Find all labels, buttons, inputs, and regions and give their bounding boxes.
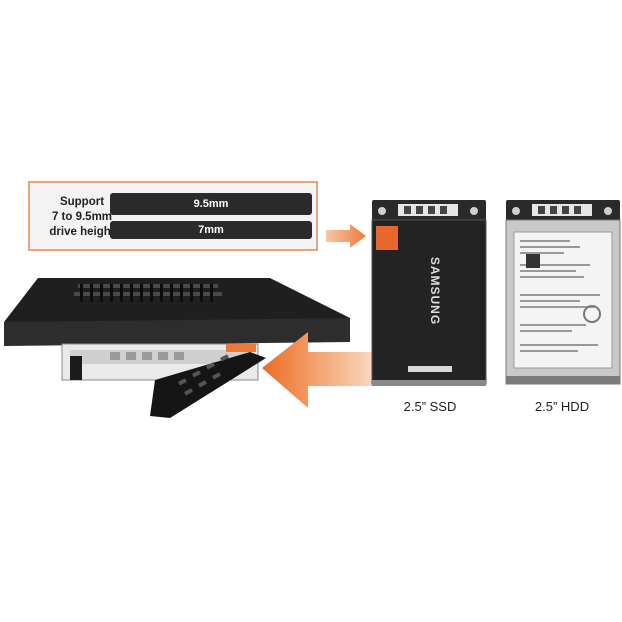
drive-thick-sample: 9.5mm	[110, 193, 312, 215]
drive-thick-label: 9.5mm	[193, 198, 229, 210]
ssd-brand-label: SAMSUNG	[428, 256, 442, 326]
mobile-rack-enclosure	[4, 278, 350, 418]
callout-arrow-icon	[326, 224, 366, 248]
drive-height-callout: Support 7 to 9.5mm drive height 9.5mm 7m…	[28, 181, 318, 251]
callout-text: Support 7 to 9.5mm drive height	[34, 195, 130, 240]
insert-arrow-icon	[262, 332, 382, 408]
hdd-caption: 2.5” HDD	[534, 399, 590, 414]
drive-thin-sample: 7mm	[110, 221, 312, 239]
ssd-caption: 2.5” SSD	[403, 399, 457, 414]
callout-line-2: 7 to 9.5mm	[51, 211, 113, 223]
callout-line-1: Support	[59, 196, 105, 208]
ssd-drive	[371, 200, 487, 386]
callout-line-3: drive height	[49, 226, 115, 238]
drive-thin-label: 7mm	[198, 224, 224, 236]
hdd-drive	[505, 200, 621, 385]
